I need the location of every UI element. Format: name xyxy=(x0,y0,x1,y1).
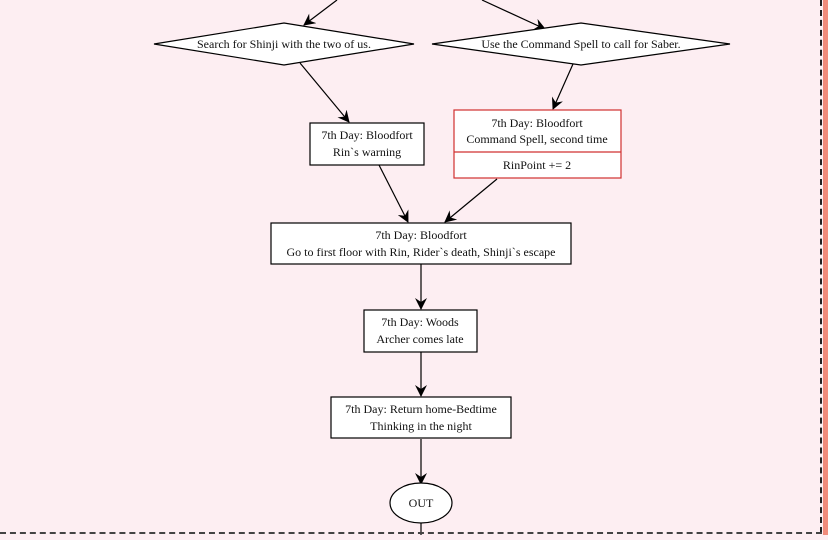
node-subtitle: Command Spell, second time xyxy=(466,132,607,146)
node-label: Use the Command Spell to call for Saber. xyxy=(481,37,680,51)
box-shape xyxy=(330,396,512,439)
edges xyxy=(299,0,574,535)
box-shape xyxy=(270,222,572,265)
page-border-right xyxy=(820,0,822,533)
node-subtitle: Rin`s warning xyxy=(333,145,401,159)
node-first-floor[interactable]: 7th Day: Bloodfort Go to first floor wit… xyxy=(270,222,572,265)
node-subtitle: Thinking in the night xyxy=(370,419,472,433)
node-out[interactable]: OUT xyxy=(389,482,453,524)
node-rins-warning[interactable]: 7th Day: Bloodfort Rin`s warning xyxy=(309,122,425,166)
node-choice-command[interactable]: Use the Command Spell to call for Saber. xyxy=(431,22,731,66)
node-label: Search for Shinji with the two of us. xyxy=(197,37,371,51)
edge-command-to-command-spell xyxy=(551,63,574,110)
edge-command-spell-to-first-floor xyxy=(444,178,498,223)
diamond-shape xyxy=(431,22,731,66)
node-label: OUT xyxy=(409,496,434,510)
edge-rins-warning-to-first-floor xyxy=(378,164,409,223)
node-choice-search[interactable]: Search for Shinji with the two of us. xyxy=(153,22,415,66)
page-edge-strip xyxy=(823,0,828,535)
edge-offscreen-to-search xyxy=(303,0,338,26)
page-border-bottom xyxy=(0,532,822,534)
diamond-shape xyxy=(153,22,415,66)
node-title: 7th Day: Woods xyxy=(381,315,459,329)
node-effect: RinPoint += 2 xyxy=(503,158,571,172)
node-title: 7th Day: Return home-Bedtime xyxy=(345,402,497,416)
node-title: 7th Day: Bloodfort xyxy=(491,116,583,130)
edge-offscreen-to-command xyxy=(481,0,546,30)
edge-search-to-rins-warning xyxy=(299,62,350,123)
node-return-home[interactable]: 7th Day: Return home-Bedtime Thinking in… xyxy=(330,396,512,439)
node-title: 7th Day: Bloodfort xyxy=(375,228,467,242)
ellipse-shape xyxy=(389,482,453,524)
node-subtitle: Go to first floor with Rin, Rider`s deat… xyxy=(287,245,556,259)
node-command-spell-second[interactable]: 7th Day: Bloodfort Command Spell, second… xyxy=(453,109,622,179)
record-shape xyxy=(453,109,622,179)
node-woods[interactable]: 7th Day: Woods Archer comes late xyxy=(363,309,478,353)
box-shape xyxy=(363,309,478,353)
node-subtitle: Archer comes late xyxy=(376,332,463,346)
node-title: 7th Day: Bloodfort xyxy=(321,128,413,142)
box-shape xyxy=(309,122,425,166)
